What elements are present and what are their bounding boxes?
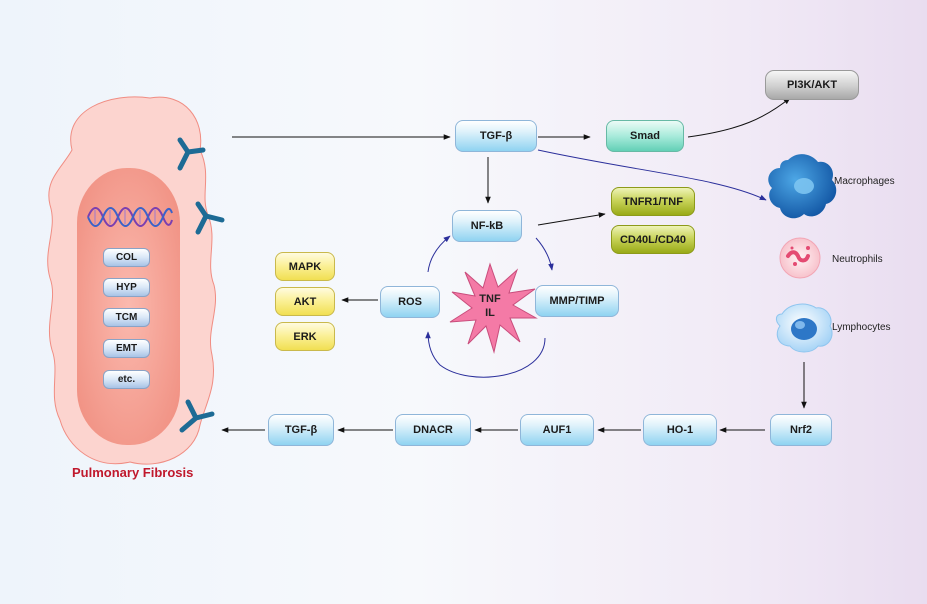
arrow-mmp-to-ros (425, 331, 546, 378)
arrow-nfkb-to-tnfr (537, 212, 606, 226)
node-pi3k-akt: PI3K/AKT (765, 70, 859, 100)
receptor-icon (179, 399, 215, 433)
lung-cell-nucleus (77, 168, 180, 445)
node-auf1: AUF1 (520, 414, 594, 446)
lymphocyte-icon (775, 303, 833, 353)
label-macrophages: Macrophages (834, 176, 895, 187)
label-neutrophils: Neutrophils (832, 254, 883, 265)
node-tgf-beta-bottom: TGF-β (268, 414, 334, 446)
node-mmp-timp: MMP/TIMP (535, 285, 619, 317)
node-erk: ERK (275, 322, 335, 351)
node-ros: ROS (380, 286, 440, 318)
cell-marker-col: COL (103, 248, 150, 267)
node-nf-kb: NF-kB (452, 210, 522, 242)
arrow-ros-to-nfkb (427, 235, 451, 273)
diagram-title: Pulmonary Fibrosis (72, 465, 194, 480)
macrophage-icon (768, 154, 837, 219)
cytokine-star (449, 262, 538, 354)
neutrophil-icon (779, 237, 821, 279)
cytokine-label-tnf: TNF (479, 293, 501, 305)
arrow-smad-to-pi3k (687, 97, 791, 138)
cell-marker-etc: etc. (103, 370, 150, 389)
label-lymphocytes: Lymphocytes (832, 322, 891, 333)
cell-marker-hyp: HYP (103, 278, 150, 297)
node-tnfr1-tnf: TNFR1/TNF (611, 187, 695, 216)
node-nrf2: Nrf2 (770, 414, 832, 446)
node-mapk: MAPK (275, 252, 335, 281)
node-ho-1: HO-1 (643, 414, 717, 446)
node-akt: AKT (275, 287, 335, 316)
node-cd40l-cd40: CD40L/CD40 (611, 225, 695, 254)
node-tgf-beta-top: TGF-β (455, 120, 537, 152)
receptor-icon (177, 137, 206, 171)
receptor-icon (195, 201, 225, 235)
dna-icon (87, 207, 173, 227)
arrow-tgf-to-macrophages (537, 149, 767, 201)
arrow-nfkb-to-mmp (535, 237, 554, 271)
cell-marker-tcm: TCM (103, 308, 150, 327)
cytokine-label: TNF IL (470, 292, 510, 320)
node-smad: Smad (606, 120, 684, 152)
cytokine-label-il: IL (485, 307, 495, 319)
node-dnacr: DNACR (395, 414, 471, 446)
cell-marker-emt: EMT (103, 339, 150, 358)
